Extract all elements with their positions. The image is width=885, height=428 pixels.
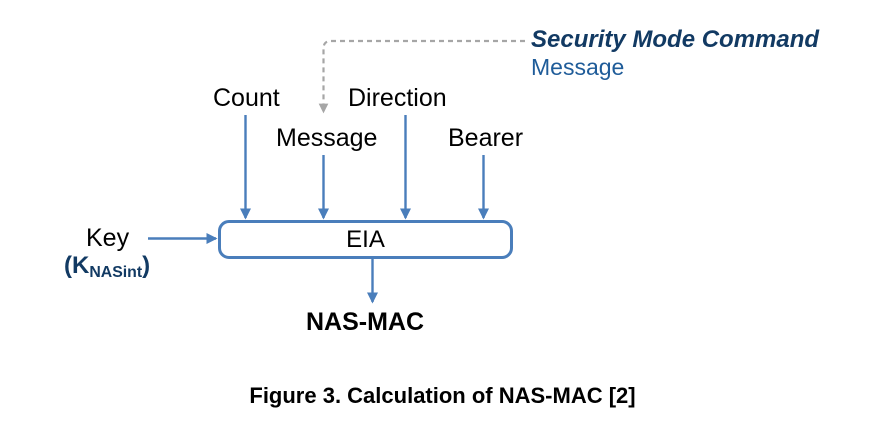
security-mode-command-annotation: Security Mode Command Message xyxy=(531,26,861,81)
input-label-bearer: Bearer xyxy=(448,124,524,152)
key-subscript: NASint xyxy=(89,264,143,281)
figure-caption: Figure 3. Calculation of NAS-MAC [2] xyxy=(249,383,636,408)
input-label-key-identifier: (KNASint) xyxy=(64,252,151,281)
input-label-direction: Direction xyxy=(348,84,447,112)
eia-process-box: EIA xyxy=(218,220,513,259)
eia-box-label: EIA xyxy=(346,225,385,253)
input-label-count: Count xyxy=(213,84,280,112)
annotation-subtitle: Message xyxy=(531,54,625,81)
key-open-paren: (K xyxy=(64,252,90,279)
input-label-message: Message xyxy=(276,124,378,152)
key-close-paren: ) xyxy=(142,252,151,279)
output-label-nas-mac: NAS-MAC xyxy=(306,308,425,336)
annotation-title: Security Mode Command xyxy=(531,26,820,53)
input-label-key: Key xyxy=(86,224,130,252)
